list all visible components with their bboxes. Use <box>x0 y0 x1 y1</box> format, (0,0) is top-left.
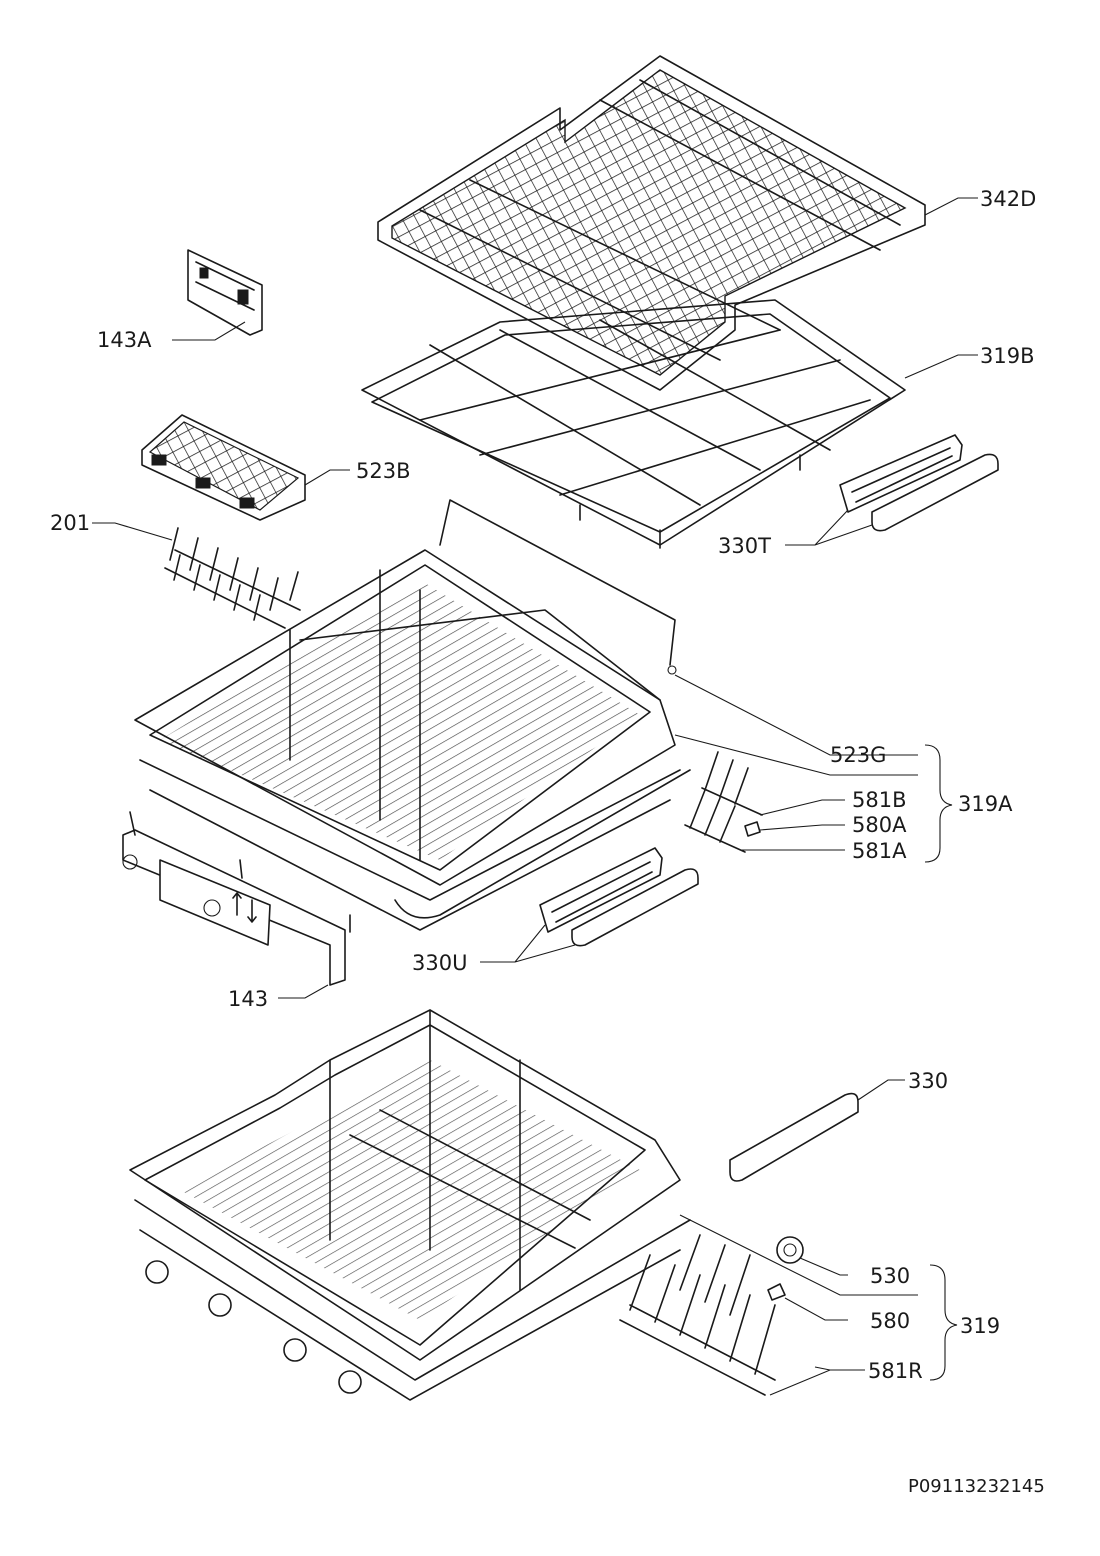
label-319: 319 <box>960 1314 1000 1338</box>
clip-part-drawing <box>187 249 263 336</box>
part-labels: 342D 143A 319B 523B 201 330T 523G 581B 3… <box>50 187 1045 1497</box>
cutlery-tray-drawing <box>377 55 926 391</box>
drawing-code: P09113232145 <box>908 1476 1045 1497</box>
label-143A: 143A <box>97 328 152 352</box>
label-580: 580 <box>870 1309 910 1333</box>
label-523G: 523G <box>830 743 886 767</box>
label-201: 201 <box>50 511 90 535</box>
label-330U: 330U <box>412 951 467 975</box>
lower-small-parts-drawing <box>619 1234 804 1396</box>
wire-handle-drawing <box>439 499 677 675</box>
label-581R: 581R <box>868 1359 923 1383</box>
cup-rack-drawing <box>141 414 306 521</box>
group-braces <box>924 744 958 1381</box>
lower-basket-drawing <box>129 1009 691 1401</box>
rail-runner-upper-drawing <box>539 847 699 947</box>
label-319B: 319B <box>980 344 1035 368</box>
upper-small-parts-drawing <box>684 751 763 853</box>
leader-lines <box>92 197 978 1396</box>
label-330: 330 <box>908 1069 948 1093</box>
rail-frame-drawing <box>361 299 906 549</box>
upper-basket-drawing <box>134 549 691 931</box>
label-580A: 580A <box>852 813 907 837</box>
label-342D: 342D <box>980 187 1036 211</box>
height-adjuster-drawing <box>122 811 351 986</box>
label-143: 143 <box>228 987 268 1011</box>
spike-insert-drawing <box>164 527 301 629</box>
label-523B: 523B <box>356 459 411 483</box>
rail-runner-lower-drawing <box>729 1092 859 1182</box>
rail-runner-top-drawing <box>839 434 999 532</box>
label-581B: 581B <box>852 788 907 812</box>
label-581A: 581A <box>852 839 907 863</box>
label-330T: 330T <box>718 534 771 558</box>
label-530: 530 <box>870 1264 910 1288</box>
label-319A: 319A <box>958 792 1013 816</box>
